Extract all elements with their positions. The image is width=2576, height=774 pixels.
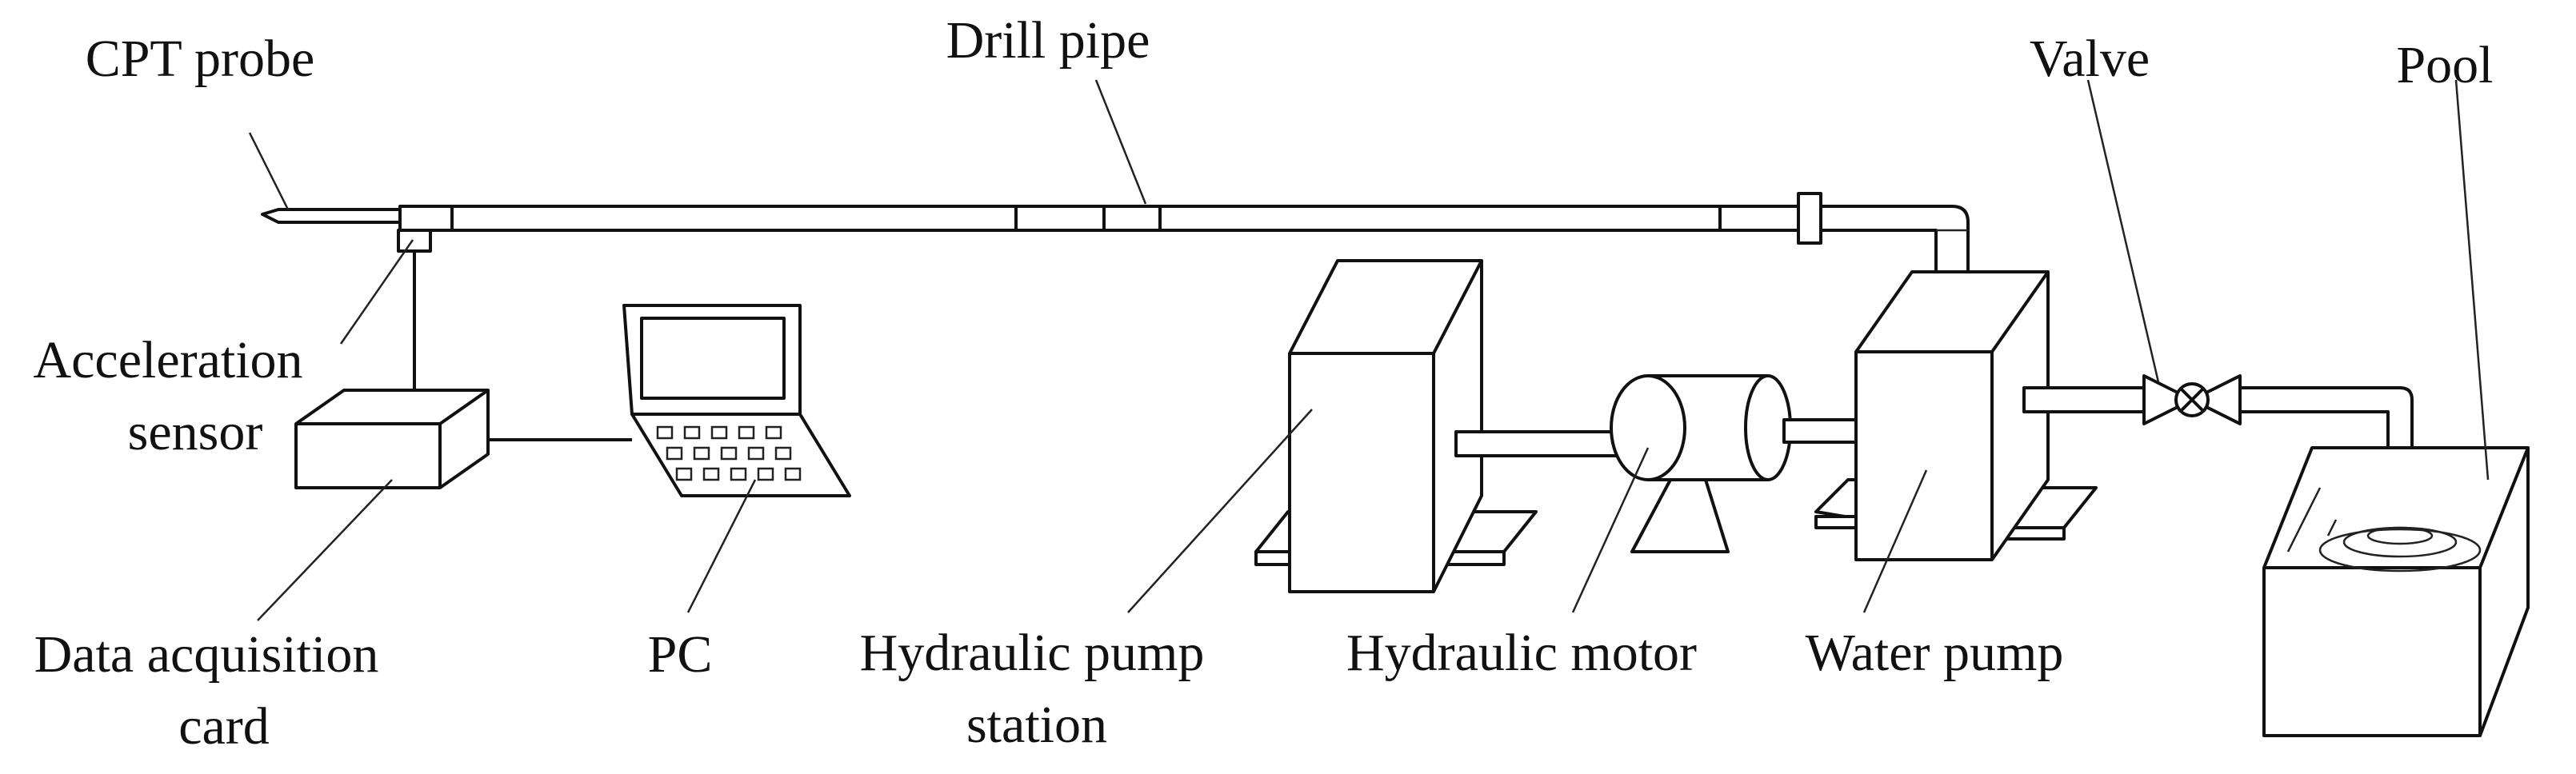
water-pump <box>1814 270 2146 561</box>
hydraulic-pump-station <box>1254 259 1618 593</box>
pool-tank <box>2262 446 2530 737</box>
label-water-pump: Water pump <box>1806 624 2064 682</box>
pc-laptop <box>622 304 851 497</box>
cpt-probe-tip <box>261 208 402 224</box>
label-pc: PC <box>648 625 713 684</box>
keyboard-keys <box>656 425 802 481</box>
label-hydraulic-pump-station-line1: Hydraulic pump <box>860 624 1205 682</box>
label-pool: Pool <box>2396 36 2493 94</box>
label-data-acquisition-card-line1: Data acquisition <box>34 625 379 684</box>
label-drill-pipe: Drill pipe <box>946 11 1150 70</box>
label-hydraulic-pump-station-line2: station <box>966 696 1107 754</box>
label-data-acquisition-card-line2: card <box>178 697 270 756</box>
label-cpt-probe: CPT probe <box>86 30 315 88</box>
label-acceleration-sensor-line1: Acceleration <box>33 331 302 389</box>
leader-lines <box>248 79 2490 621</box>
hydraulic-motor <box>1610 374 1882 553</box>
acceleration-sensor <box>397 229 432 390</box>
pipe-flange <box>1797 192 1822 245</box>
label-hydraulic-motor: Hydraulic motor <box>1346 624 1697 682</box>
label-valve: Valve <box>2030 30 2150 88</box>
label-acceleration-sensor-line2: sensor <box>128 403 263 461</box>
data-acquisition-card <box>294 389 632 489</box>
drill-pipe <box>261 192 1970 312</box>
